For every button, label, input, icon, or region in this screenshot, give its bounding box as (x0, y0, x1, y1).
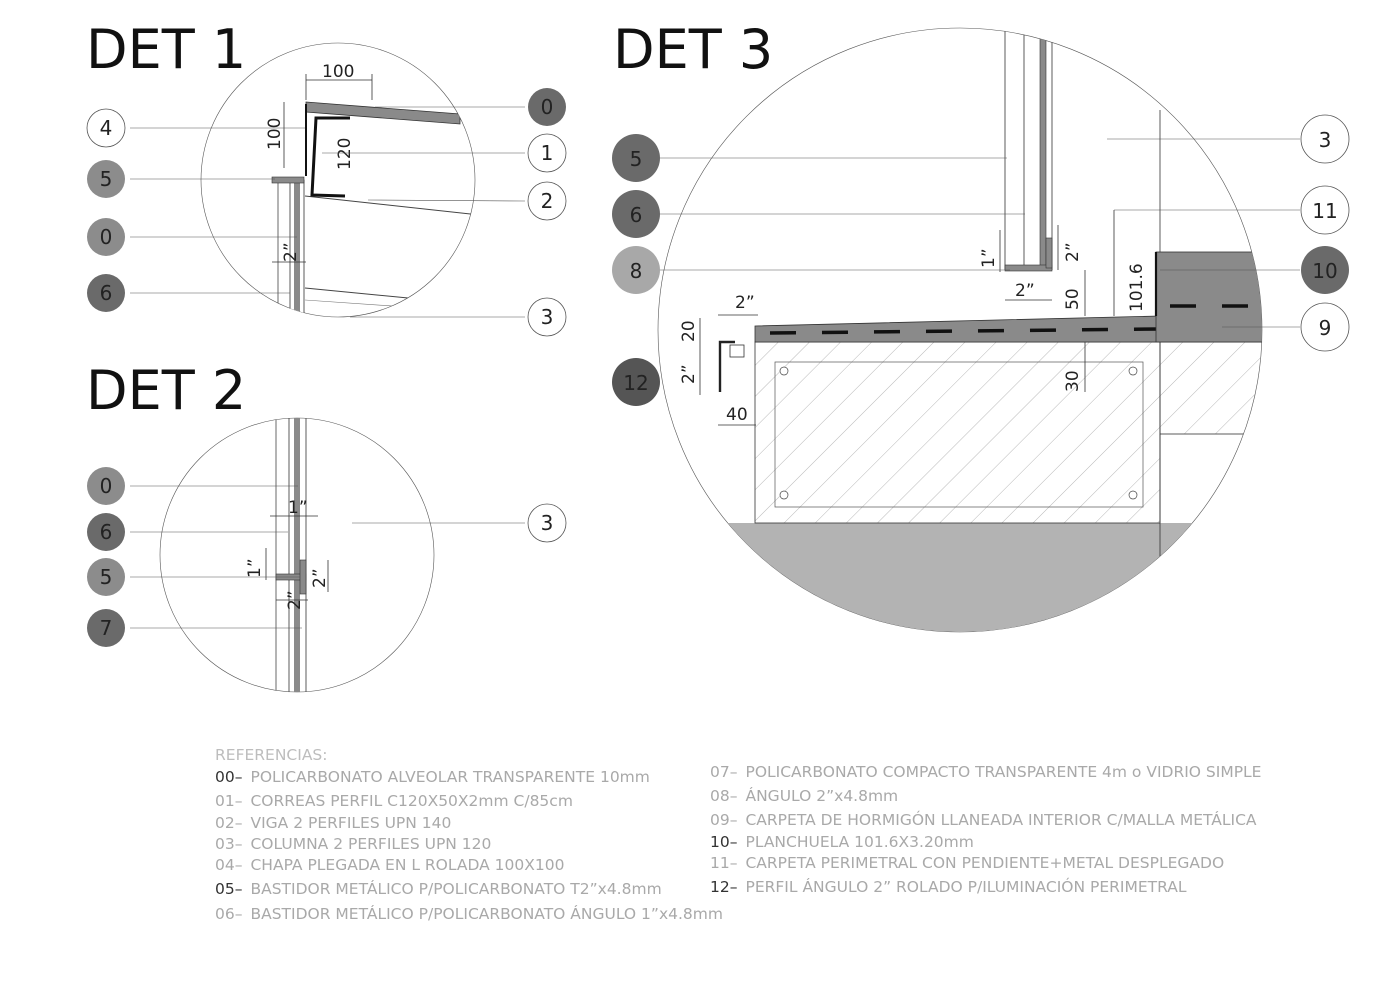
svg-text:5: 5 (630, 147, 643, 171)
detail-1-section (271, 101, 475, 317)
detail-3-title: DET 3 (613, 18, 773, 81)
svg-text:8: 8 (630, 259, 643, 283)
det2-dim-a: 1” (288, 498, 308, 518)
detail-3-section (658, 29, 1262, 632)
svg-text:6: 6 (100, 520, 113, 544)
svg-text:11: 11 (1312, 199, 1337, 223)
svg-text:0: 0 (541, 95, 554, 119)
det1-bubble-6: 6 (87, 274, 125, 312)
det3-dim-d5: 101.6 (1127, 263, 1147, 312)
det2-dim-c: 2” (310, 568, 330, 588)
det1-dim-angle: 2” (281, 242, 301, 262)
det3-dim-d3: 2” (1015, 281, 1035, 301)
ref-03: 03–COLUMNA 2 PERFILES UPN 120 (215, 835, 491, 853)
ref-06: 06–BASTIDOR METÁLICO P/POLICARBONATO ÁNG… (215, 904, 723, 923)
svg-text:12: 12 (623, 371, 648, 395)
det3-dim-d10: 30 (1063, 370, 1083, 392)
det3-bubble-r11: 11 (1300, 185, 1350, 235)
svg-text:1: 1 (541, 141, 554, 165)
det1-bubble-r2: 2 (527, 181, 567, 221)
svg-text:3: 3 (541, 305, 554, 329)
det2-bubble-5: 5 (87, 558, 125, 596)
det1-bubble-0: 0 (87, 218, 125, 256)
svg-text:10: 10 (1312, 259, 1337, 283)
svg-text:0: 0 (100, 225, 113, 249)
det2-bubble-6: 6 (87, 513, 125, 551)
det3-dim-d8: 2” (679, 364, 699, 384)
svg-text:2: 2 (541, 189, 554, 213)
ref-08: 08–ÁNGULO 2”x4.8mm (710, 786, 898, 805)
det2-dim-b: 1” (245, 558, 265, 578)
det3-bubble-8: 8 (612, 246, 660, 294)
ref-01: 01–CORREAS PERFIL C120X50X2mm C/85cm (215, 792, 573, 810)
svg-text:9: 9 (1319, 316, 1332, 340)
svg-text:3: 3 (541, 511, 554, 535)
svg-text:5: 5 (100, 565, 113, 589)
ref-07: 07–POLICARBONATO COMPACTO TRANSPARENTE 4… (710, 763, 1261, 781)
ref-04: 04–CHAPA PLEGADA EN L ROLADA 100X100 (215, 856, 564, 874)
references-heading: REFERENCIAS: (215, 746, 328, 764)
det3-bubble-r3: 3 (1300, 114, 1350, 164)
det3-concrete-base (658, 523, 1262, 632)
ref-02: 02–VIGA 2 PERFILES UPN 140 (215, 814, 451, 832)
svg-text:7: 7 (100, 616, 113, 640)
detail-3: DET 3 (612, 18, 1350, 633)
ref-05: 05–BASTIDOR METÁLICO P/POLICARBONATO T2”… (215, 879, 662, 898)
det1-bubble-5: 5 (87, 160, 125, 198)
det3-bubble-12: 12 (612, 358, 660, 406)
det2-bubble-r3: 3 (527, 503, 567, 543)
det1-bubble-r0: 0 (528, 88, 566, 126)
svg-text:6: 6 (630, 203, 643, 227)
det3-bubble-6: 6 (612, 190, 660, 238)
detail-1-circle (200, 42, 476, 318)
svg-text:0: 0 (100, 474, 113, 498)
svg-text:3: 3 (1319, 128, 1332, 152)
ref-09: 09–CARPETA DE HORMIGÓN LLANEADA INTERIOR… (710, 810, 1257, 829)
det2-dim-d: 2” (285, 590, 305, 610)
det3-dim-d6: 2” (735, 293, 755, 313)
det1-bubble-r1: 1 (527, 133, 567, 173)
det1-dim-side: 100 (265, 118, 285, 150)
det2-bubble-7: 7 (87, 609, 125, 647)
svg-text:6: 6 (100, 281, 113, 305)
ref-00: 00–POLICARBONATO ALVEOLAR TRANSPARENTE 1… (215, 768, 650, 786)
det3-dim-d4: 50 (1063, 288, 1083, 310)
detail-2-section (275, 418, 307, 692)
det3-dim-d7: 20 (679, 320, 699, 342)
ref-12: 12–PERFIL ÁNGULO 2” ROLADO P/ILUMINACIÓN… (710, 877, 1187, 896)
det1-bubble-r3: 3 (527, 297, 567, 337)
det3-bubble-r9: 9 (1300, 302, 1350, 352)
det1-dim-purlin: 120 (335, 138, 355, 170)
ref-11: 11–CARPETA PERIMETRAL CON PENDIENTE+META… (710, 854, 1224, 872)
det1-bubble-4: 4 (86, 108, 126, 148)
det3-bubble-5: 5 (612, 134, 660, 182)
det3-dim-d9: 40 (726, 405, 748, 425)
ref-10: 10–PLANCHUELA 101.6X3.20mm (710, 833, 974, 851)
det3-bubble-r10: 10 (1301, 246, 1349, 294)
detail-1-title: DET 1 (86, 18, 246, 81)
det3-dim-d2: 2” (1063, 242, 1083, 262)
det2-bubble-0: 0 (87, 467, 125, 505)
svg-text:5: 5 (100, 167, 113, 191)
det3-slab (754, 341, 1161, 524)
detail-2-title: DET 2 (86, 359, 246, 422)
references: REFERENCIAS: 00–POLICARBONATO ALVEOLAR T… (215, 746, 1261, 923)
det3-dim-d1: 1” (979, 248, 999, 268)
svg-text:4: 4 (100, 116, 113, 140)
det1-dim-top: 100 (322, 62, 354, 82)
detail-2: DET 2 1” 1” 2” 2” 0 6 (86, 359, 567, 693)
detail-1: DET 1 100 100 120 2” (86, 18, 567, 337)
